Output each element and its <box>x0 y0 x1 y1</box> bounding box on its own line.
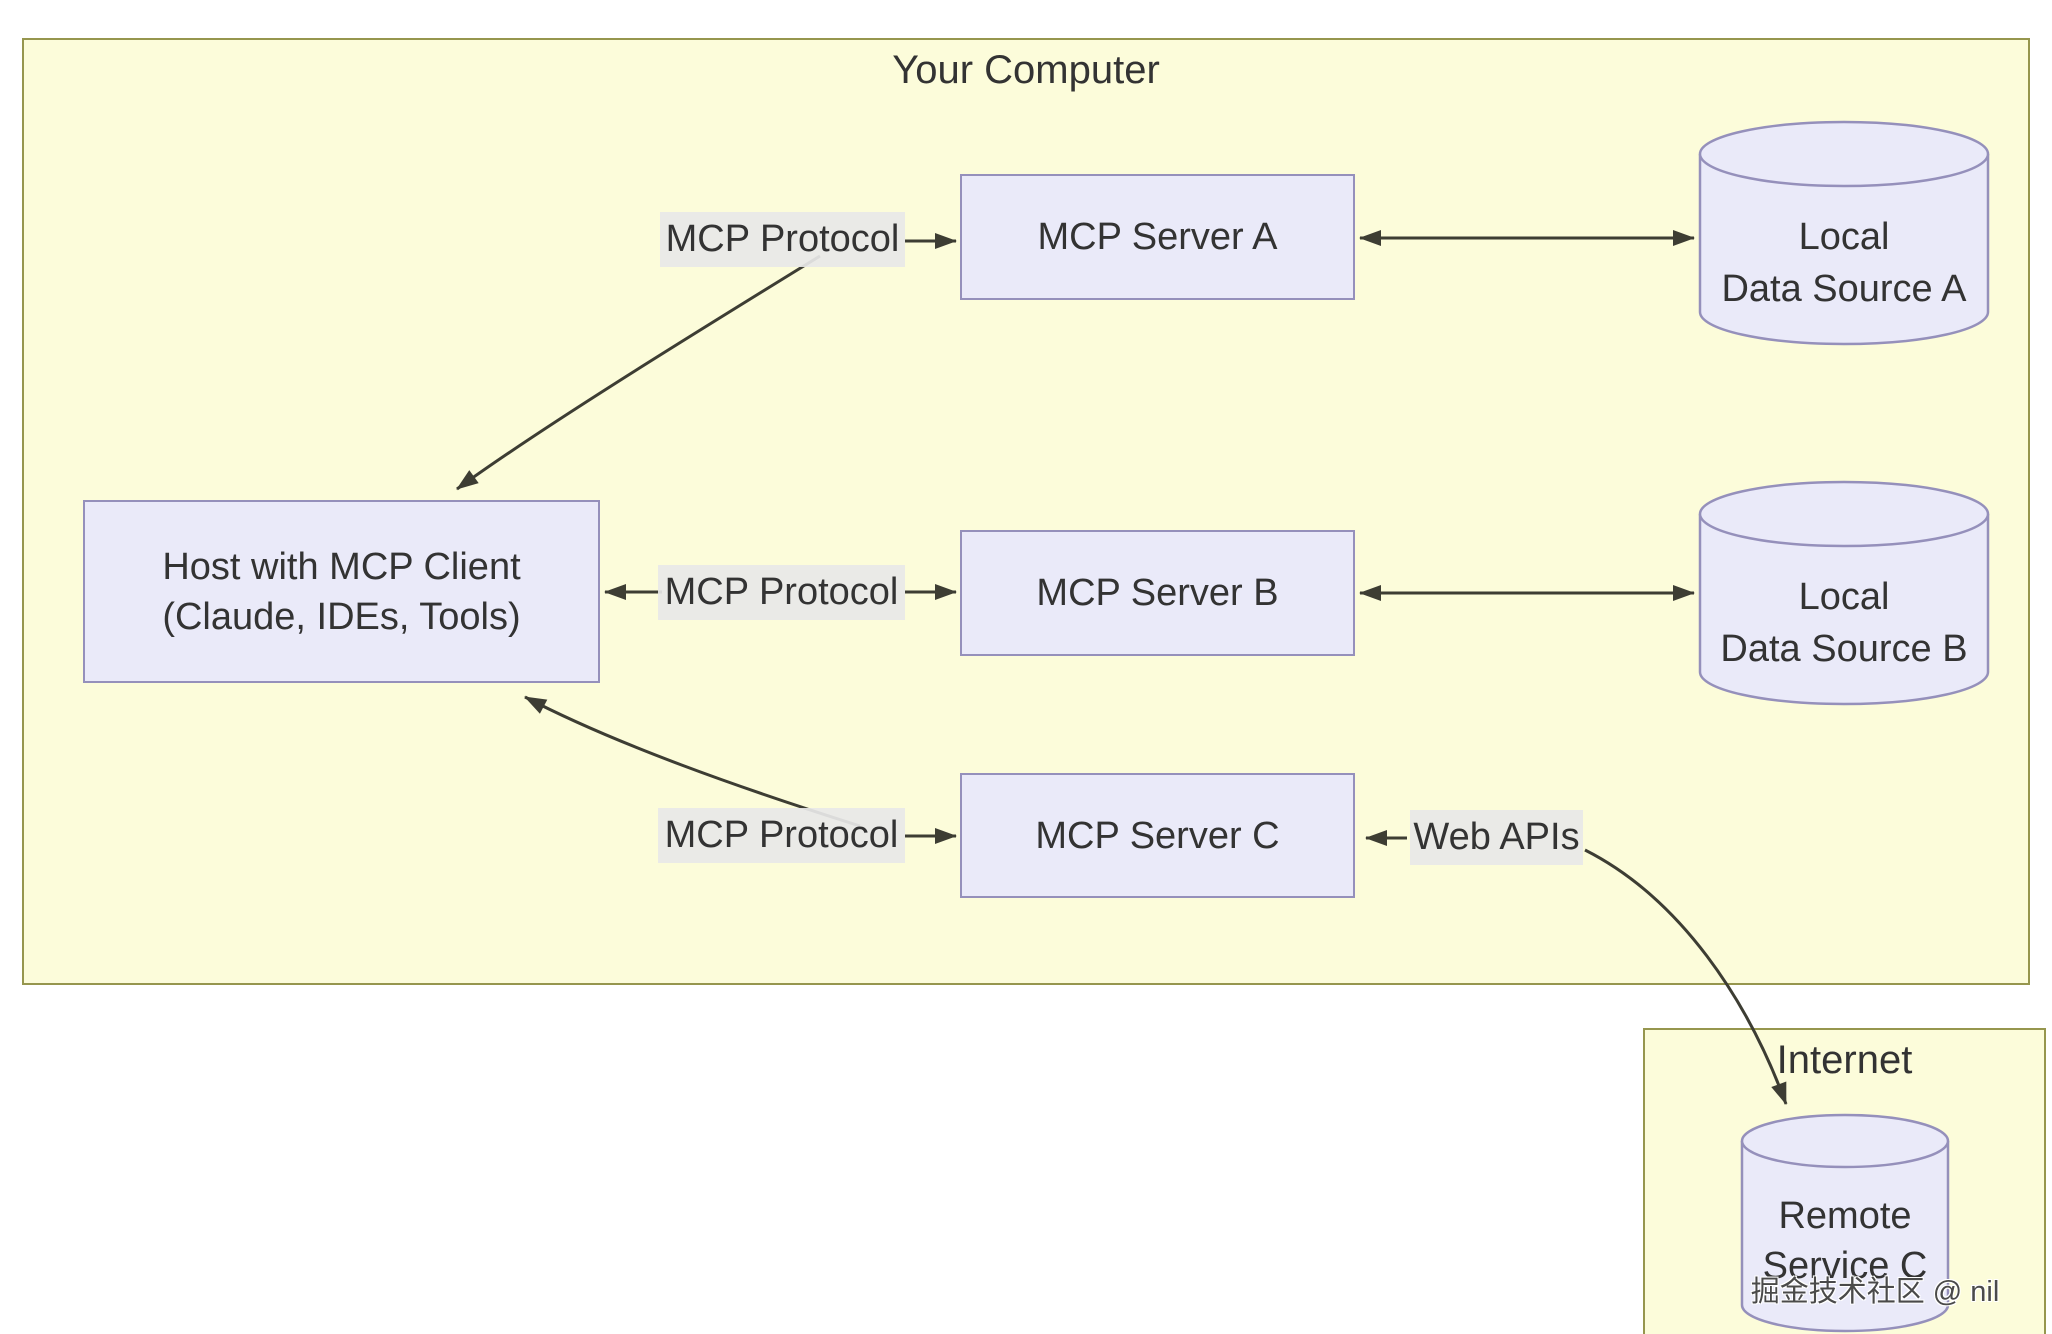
host-node: Host with MCP Client (Claude, IDEs, Tool… <box>83 500 600 683</box>
local-data-source-b-cylinder: Local Data Source B <box>1698 478 1990 708</box>
mcp-server-a-node: MCP Server A <box>960 174 1355 300</box>
edge-label-web-apis: Web APIs <box>1410 810 1583 865</box>
remote-service-c-cylinder: Remote Service C <box>1740 1113 1950 1333</box>
remote-service-c-line2: Service C <box>1762 1245 1928 1287</box>
edge-label-mcp-protocol-a: MCP Protocol <box>660 212 905 267</box>
local-data-source-b-line1: Local <box>1798 576 1890 618</box>
mcp-server-b-node: MCP Server B <box>960 530 1355 656</box>
host-node-line1: Host with MCP Client <box>162 545 521 588</box>
cylinder-shape <box>1698 480 1990 706</box>
mcp-server-a-label: MCP Server A <box>1037 216 1278 258</box>
mcp-server-c-label: MCP Server C <box>1035 814 1280 857</box>
edge-label-mcp-protocol-b: MCP Protocol <box>658 565 905 620</box>
cylinder-shape <box>1698 120 1990 346</box>
internet-title: Internet <box>1776 1038 1913 1082</box>
local-data-source-a-line2: Data Source A <box>1721 268 1967 310</box>
local-data-source-a-cylinder: Local Data Source A <box>1698 118 1990 348</box>
mcp-server-c-node: MCP Server C <box>960 773 1355 898</box>
your-computer-title: Your Computer <box>892 48 1160 92</box>
remote-service-c-line1: Remote <box>1778 1195 1912 1237</box>
edge-label-mcp-protocol-c: MCP Protocol <box>658 808 905 863</box>
host-node-line2: (Claude, IDEs, Tools) <box>162 595 521 638</box>
mcp-server-b-label: MCP Server B <box>1036 572 1279 614</box>
local-data-source-a-line1: Local <box>1798 216 1890 258</box>
local-data-source-b-line2: Data Source B <box>1720 628 1968 670</box>
watermark: 掘金技术社区 @ nil <box>1750 1276 2000 1308</box>
cylinder-shape <box>1740 1113 1950 1333</box>
